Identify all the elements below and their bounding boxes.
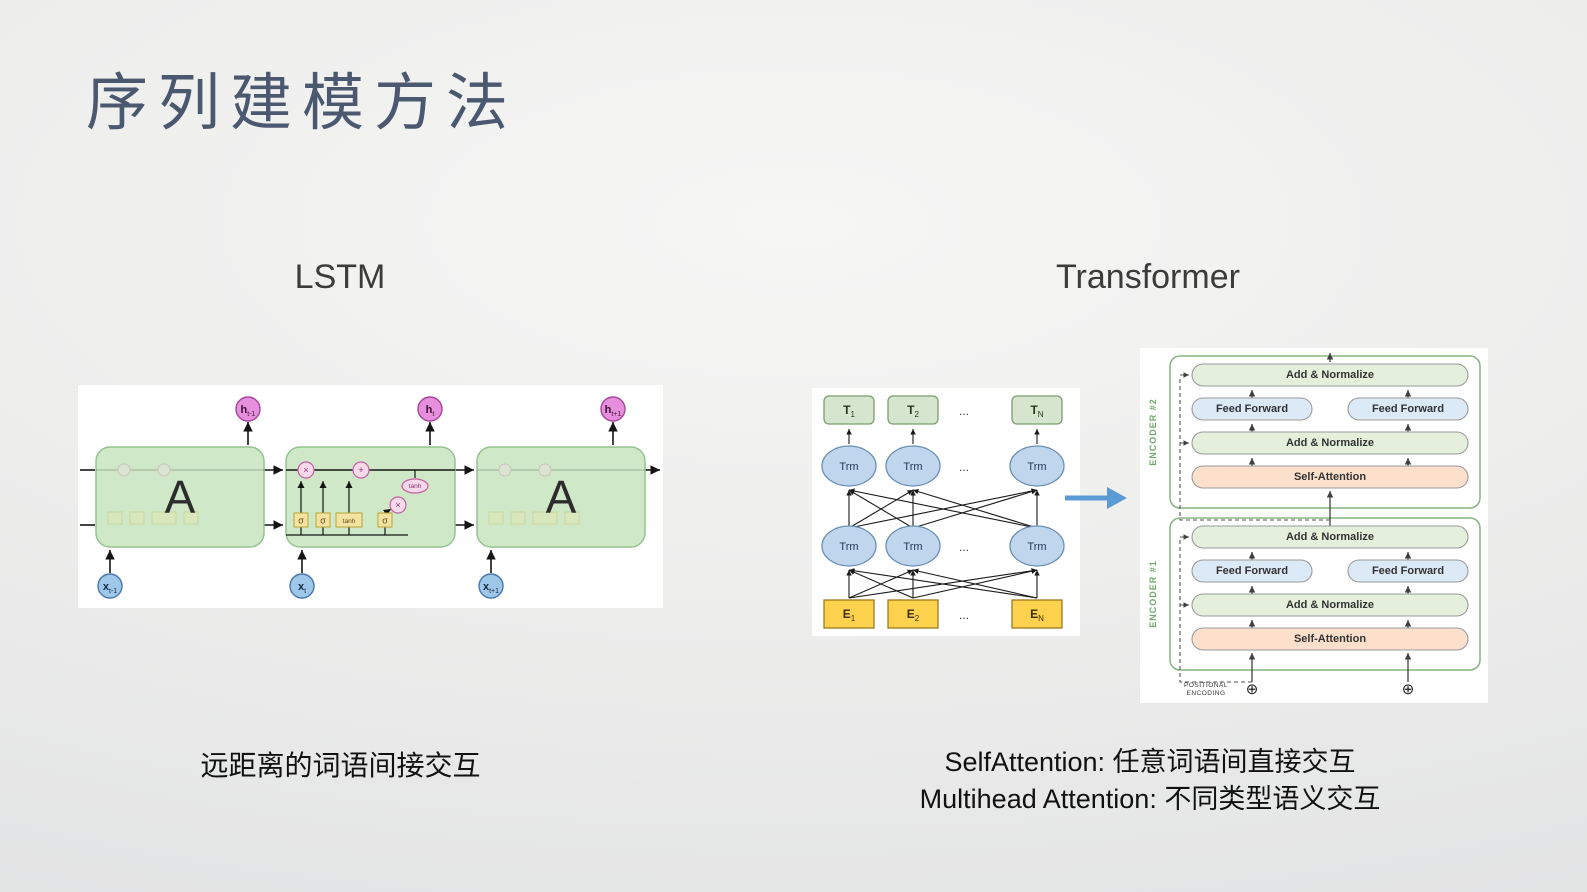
- svg-text:E1: E1: [843, 607, 856, 623]
- trm-upper-row: Trm Trm Trm ...: [821, 445, 1065, 487]
- svg-text:ht: ht: [426, 404, 435, 418]
- svg-text:EN: EN: [1030, 607, 1044, 623]
- encoder2-label: ENCODER #2: [1148, 398, 1158, 466]
- lstm-h-nodes: ht-1 ht ht+1: [235, 396, 626, 422]
- oplus-icon: ⊕: [1246, 681, 1259, 698]
- svg-text:ht-1: ht-1: [241, 404, 256, 418]
- encoder-svg: ENCODER #2 ENCODER #1: [1148, 353, 1481, 698]
- trm-lower-row: Trm Trm Trm ...: [821, 525, 1065, 567]
- svg-text:E2: E2: [907, 607, 920, 623]
- trm-dots-top: ...: [959, 404, 969, 418]
- svg-text:Add & Normalize: Add & Normalize: [1286, 369, 1374, 381]
- encoder-residual-dashed: [1179, 372, 1330, 683]
- lstm-caption: 远距离的词语间接交互: [200, 750, 481, 781]
- op-mult-1: ×: [303, 465, 308, 475]
- lstm-flow-lines: [80, 422, 660, 573]
- transformer-encoder-diagram: ENCODER #2 ENCODER #1: [1140, 348, 1488, 703]
- svg-text:ht+1: ht+1: [605, 404, 622, 418]
- svg-text:Trm: Trm: [1027, 461, 1046, 473]
- lstm-svg: A A × + ×: [80, 396, 660, 599]
- lstm-middle-internals: × + × tanh σ σ tanh σ: [286, 461, 455, 536]
- svg-text:Trm: Trm: [1027, 541, 1046, 553]
- trm-dots-upper: ...: [959, 460, 969, 474]
- transformer-caption-line1: SelfAttention: 任意词语间直接交互: [944, 747, 1356, 777]
- lstm-ghost-left: [96, 463, 264, 525]
- op-mult-2: ×: [395, 500, 400, 510]
- svg-text:Add & Normalize: Add & Normalize: [1286, 531, 1374, 543]
- svg-text:Feed Forward: Feed Forward: [1372, 403, 1444, 415]
- gate-sigma-2: σ: [320, 516, 326, 526]
- lstm-cell-a-left: A: [165, 471, 196, 523]
- flow-arrow-icon: [1063, 485, 1129, 511]
- trm-embedding-boxes: E1 E2 EN ...: [823, 599, 1063, 629]
- svg-text:POSITIONAL: POSITIONAL: [1184, 682, 1228, 689]
- svg-text:Feed Forward: Feed Forward: [1216, 403, 1288, 415]
- svg-text:Trm: Trm: [903, 541, 922, 553]
- gate-sigma-3: σ: [382, 516, 388, 526]
- transformer-caption-line2: Multihead Attention: 不同类型语义交互: [919, 784, 1381, 814]
- gate-tanh: tanh: [343, 518, 356, 525]
- oplus-icon: ⊕: [1402, 681, 1415, 698]
- svg-text:Trm: Trm: [839, 541, 858, 553]
- svg-text:T2: T2: [907, 403, 919, 419]
- encoder1-layers: Add & Normalize Feed Forward Feed Forwar…: [1191, 525, 1469, 651]
- svg-text:Self-Attention: Self-Attention: [1294, 471, 1366, 483]
- transformer-caption: SelfAttention: 任意词语间直接交互 Multihead Atten…: [820, 744, 1480, 818]
- encoder2-layers: Add & Normalize Feed Forward Feed Forwar…: [1191, 363, 1469, 489]
- gate-sigma-1: σ: [298, 516, 304, 526]
- transformer-attention-diagram: T1 T2 TN ... Trm Trm Trm ... Trm: [812, 388, 1080, 636]
- trm-connections: [846, 429, 1040, 599]
- encoder1-label: ENCODER #1: [1148, 560, 1158, 628]
- svg-text:Feed Forward: Feed Forward: [1216, 565, 1288, 577]
- svg-text:Self-Attention: Self-Attention: [1294, 633, 1366, 645]
- encoder1-box: [1169, 517, 1481, 671]
- svg-text:Add & Normalize: Add & Normalize: [1286, 599, 1374, 611]
- encoder2-box: [1169, 355, 1481, 509]
- lstm-cell-a-right: A: [546, 471, 577, 523]
- trm-output-boxes: T1 T2 TN ...: [823, 395, 1063, 425]
- op-tanh: tanh: [409, 483, 422, 490]
- positional-encoding: POSITIONAL ENCODING ⊕ ⊕: [1184, 681, 1414, 698]
- trm-svg: T1 T2 TN ... Trm Trm Trm ... Trm: [821, 395, 1065, 629]
- trm-dots-lower: ...: [959, 540, 969, 554]
- page-title: 序列建模方法: [86, 66, 519, 139]
- svg-text:T1: T1: [843, 403, 855, 419]
- lstm-diagram: A A × + ×: [78, 385, 663, 608]
- svg-text:Add & Normalize: Add & Normalize: [1286, 437, 1374, 449]
- trm-dots-bottom: ...: [959, 608, 969, 622]
- lstm-ghost-right: [477, 463, 645, 525]
- svg-text:xt+1: xt+1: [483, 581, 499, 595]
- lstm-heading: LSTM: [294, 258, 386, 296]
- svg-text:TN: TN: [1030, 403, 1043, 419]
- svg-text:xt: xt: [298, 581, 306, 595]
- svg-text:Trm: Trm: [839, 461, 858, 473]
- svg-text:ENCODING: ENCODING: [1186, 690, 1225, 697]
- op-plus: +: [358, 465, 363, 475]
- lstm-cells: [95, 446, 646, 548]
- svg-text:xt-1: xt-1: [103, 581, 117, 595]
- transformer-heading: Transformer: [1056, 258, 1240, 296]
- svg-text:Feed Forward: Feed Forward: [1372, 565, 1444, 577]
- lstm-x-nodes: xt-1 xt xt+1: [97, 573, 504, 599]
- svg-text:Trm: Trm: [903, 461, 922, 473]
